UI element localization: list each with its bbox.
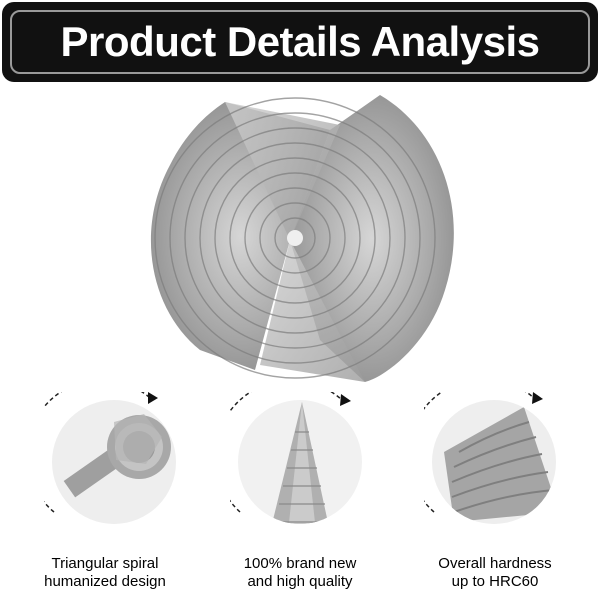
feature-image-tip [407,378,564,532]
feature-image-shank [26,379,184,532]
page-title: Product Details Analysis [60,18,540,65]
hero-drill-bit-image [150,95,454,382]
feature-image-side [214,379,370,532]
header-banner: Product Details Analysis [2,2,598,82]
header-banner-border: Product Details Analysis [10,10,590,74]
